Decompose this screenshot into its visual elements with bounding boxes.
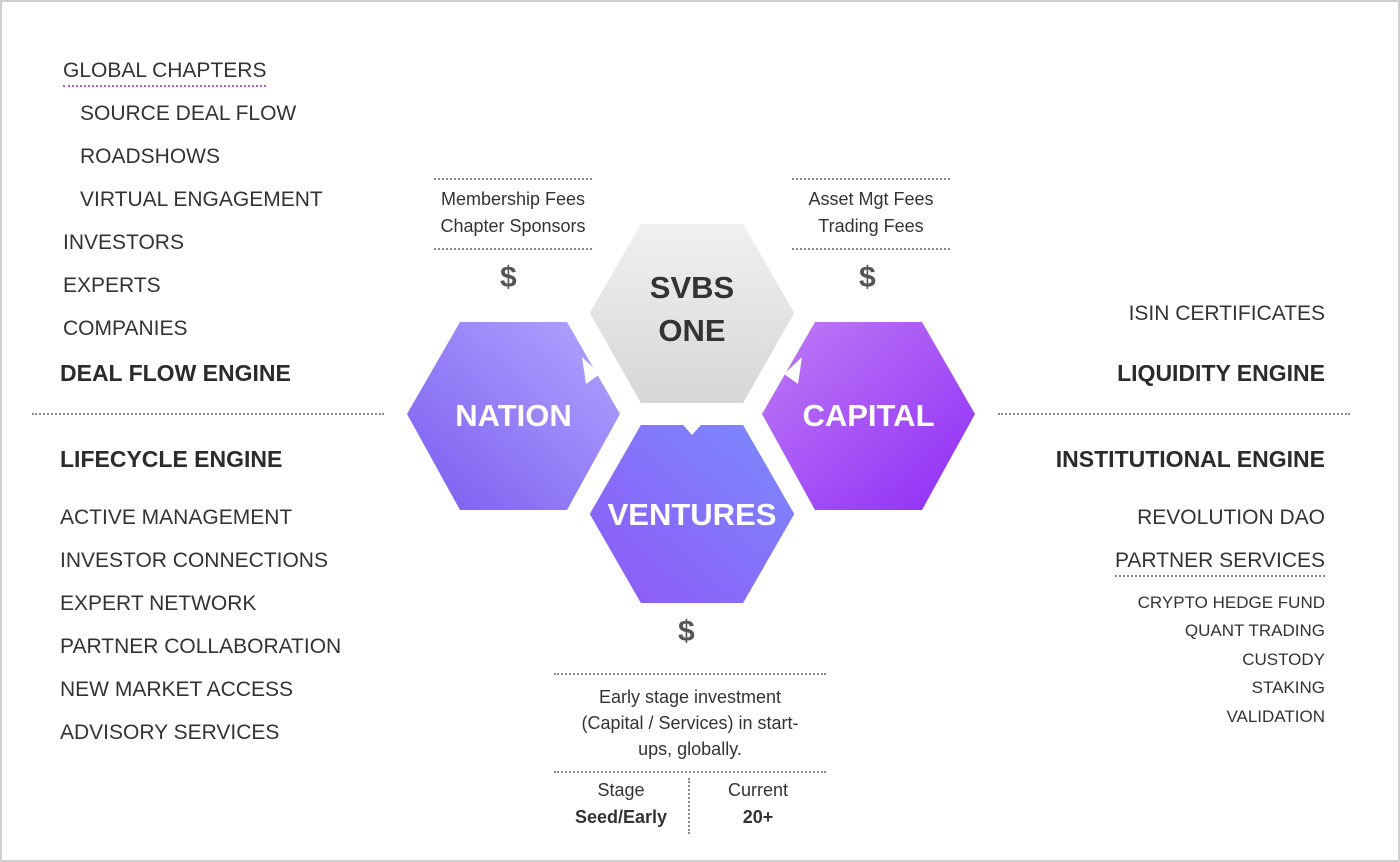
stage-value: Seed/Early [574, 807, 668, 827]
current-value: 20+ [742, 807, 774, 827]
nation-label: NATION [455, 398, 572, 433]
service-crypto-hedge-fund: CRYPTO HEDGE FUND [1137, 593, 1325, 612]
ventures-info-mid-line [554, 771, 826, 773]
isin-certificates-label: ISIN CERTIFICATES [1128, 302, 1325, 325]
ventures-desc-line1: Early stage investment [598, 687, 782, 707]
ventures-description: Early stage investment (Capital / Servic… [554, 684, 826, 762]
trading-fees-label: Trading Fees [818, 216, 924, 236]
revolution-dao-label: REVOLUTION DAO [1137, 506, 1325, 529]
chapter-sponsors-label: Chapter Sponsors [440, 216, 586, 236]
nation-hexagon [407, 322, 620, 510]
membership-fees-label: Membership Fees [440, 189, 586, 209]
svbs-label-line1: SVBS [649, 270, 735, 305]
left-divider [32, 413, 384, 415]
capital-fees: Asset Mgt Fees Trading Fees [770, 186, 972, 240]
global-chapters-label: GLOBAL CHAPTERS [63, 60, 267, 87]
current-label: Current [727, 780, 789, 800]
sub-item-source-deal-flow: SOURCE DEAL FLOW [80, 102, 297, 125]
item-new-market-access: NEW MARKET ACCESS [60, 678, 293, 701]
ventures-dollar-icon: $ [678, 615, 695, 648]
notch-ventures-svbs [677, 418, 707, 435]
lifecycle-engine-heading: LIFECYCLE ENGINE [60, 446, 283, 472]
capital-fees-top-line [792, 178, 950, 180]
item-investors: INVESTORS [63, 231, 184, 254]
liquidity-engine-heading: LIQUIDITY ENGINE [1117, 360, 1325, 386]
deal-flow-engine-heading: DEAL FLOW ENGINE [60, 360, 291, 386]
service-quant-trading: QUANT TRADING [1184, 621, 1325, 640]
capital-dollar-icon: $ [859, 261, 876, 294]
ventures-info-divider [688, 778, 690, 834]
sub-item-roadshows: ROADSHOWS [80, 145, 221, 168]
item-expert-network: EXPERT NETWORK [60, 592, 257, 615]
service-validation: VALIDATION [1226, 707, 1325, 726]
item-advisory-services: ADVISORY SERVICES [60, 721, 280, 744]
service-custody: CUSTODY [1242, 650, 1325, 669]
nation-dollar-icon: $ [500, 261, 517, 294]
item-experts: EXPERTS [63, 274, 161, 297]
item-companies: COMPANIES [63, 317, 188, 340]
partner-services-label: PARTNER SERVICES [1114, 550, 1325, 577]
svbs-one-label: SVBS ONE [584, 266, 800, 353]
right-divider [998, 413, 1350, 415]
nation-fees-top-line [434, 178, 592, 180]
nation-fees: Membership Fees Chapter Sponsors [412, 186, 614, 240]
item-partner-collaboration: PARTNER COLLABORATION [60, 635, 342, 658]
notch-nation-svbs [582, 357, 600, 384]
sub-item-virtual-engagement: VIRTUAL ENGAGEMENT [80, 188, 323, 211]
svbs-label-line2: ONE [658, 313, 726, 349]
ventures-desc-line2: (Capital / Services) in start- [581, 713, 799, 733]
ventures-label: VENTURES [607, 497, 777, 532]
stage-label: Stage [597, 780, 645, 800]
nation-fees-bottom-line [434, 248, 592, 250]
capital-fees-bottom-line [792, 248, 950, 250]
ventures-hexagon [578, 415, 806, 613]
ventures-info-top-line [554, 673, 826, 675]
ventures-desc-line3: ups, globally. [638, 739, 742, 759]
svbs-one-hexagon [578, 214, 806, 413]
service-staking: STAKING [1251, 678, 1325, 697]
institutional-engine-heading: INSTITUTIONAL ENGINE [1055, 446, 1325, 472]
capital-hexagon [762, 322, 975, 510]
item-investor-connections: INVESTOR CONNECTIONS [60, 549, 328, 572]
notch-capital-svbs [784, 357, 802, 384]
asset-mgt-fees-label: Asset Mgt Fees [808, 189, 934, 209]
item-active-management: ACTIVE MANAGEMENT [60, 506, 293, 529]
capital-label: CAPITAL [802, 398, 935, 433]
